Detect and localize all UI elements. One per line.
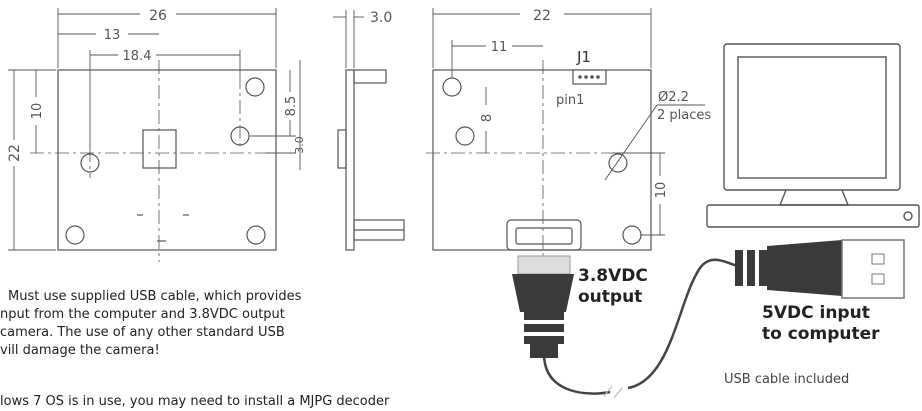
cable-included-label: USB cable included [724,372,850,387]
usb-a-plug-icon [735,239,905,299]
note-line-4: vill damage the camera! [0,343,160,358]
mount-hole [245,77,265,97]
note-line-3: camera. The use of any other standard US… [0,325,285,340]
side-thickness-dim: 3.0 [370,10,392,26]
front-hole-offset-dim: 18.4 [123,49,152,64]
hole-count-label: 2 places [657,108,711,123]
back-hole-offset-dim: 11 [491,40,508,55]
back-view [426,8,705,262]
front-height-dim: 22 [7,144,23,162]
hole-diameter-label: Ø2.2 [658,90,689,105]
mount-hole [442,77,462,97]
front-board [57,69,277,251]
output-label-line2: output [578,287,643,307]
mount-hole [246,225,266,245]
side-board [345,69,355,251]
lens-square [142,129,177,169]
front-view-dimension-text: 26 13 18.4 22 10 8.5 3.0 [7,8,306,162]
front-view [8,8,301,262]
input-voltage-label: 5VDC input to computer [762,303,880,345]
back-width-dim: 22 [533,8,551,24]
micro-usb-plug-icon [512,255,574,358]
usb-port [506,219,582,251]
back-upper-hole-dim: 8 [480,114,495,122]
note-line-2: nput from the computer and 3.8VDC output [0,307,285,322]
mount-hole [65,225,85,245]
computer-icon [706,43,920,228]
usb-cable [542,258,739,399]
side-lens-mount [353,69,387,84]
output-label-line1: 3.8VDC [578,266,648,286]
side-lens [337,129,347,169]
side-view [333,10,405,251]
front-width-dim: 26 [149,8,167,24]
back-lower-hole-dim: 10 [654,182,669,199]
mount-hole [622,225,642,245]
connector-label: J1 [576,48,591,66]
input-label-line1: 5VDC input [762,303,870,323]
back-view-dimension-text: 22 11 J1 pin1 Ø2.2 2 places 8 10 [480,8,711,198]
front-right-hole-dim: 8.5 [284,96,299,117]
j1-connector [572,69,607,85]
output-voltage-label: 3.8VDC output [578,266,648,308]
front-left-hole-dim: 10 [30,103,45,120]
mount-hole [608,153,628,173]
pin1-label: pin1 [556,93,584,108]
back-board [432,69,652,251]
note-line-1: Must use supplied USB cable, which provi… [8,289,302,304]
note-line-5: lows 7 OS is in use, you may need to ins… [0,394,390,409]
mount-hole [455,126,475,146]
front-half-width-dim: 13 [104,28,121,43]
input-label-line2: to computer [762,324,880,344]
front-lens-offset-dim: 3.0 [293,136,306,154]
